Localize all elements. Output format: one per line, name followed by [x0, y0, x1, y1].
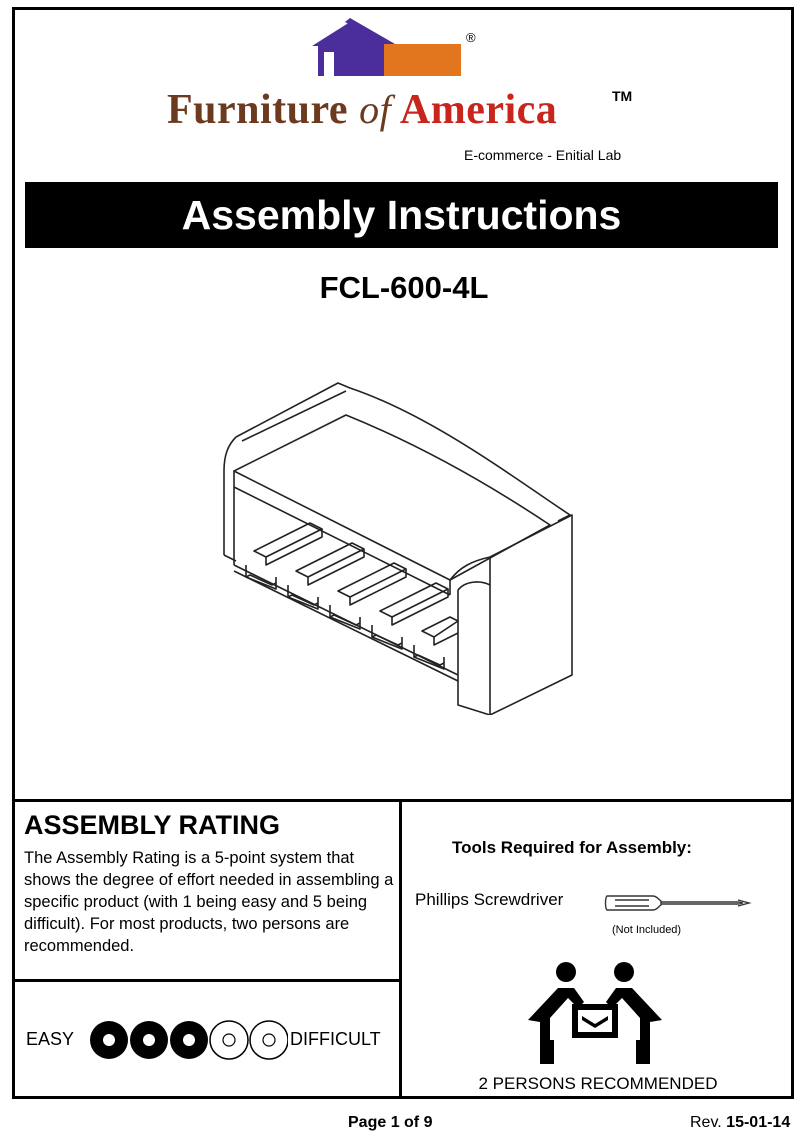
brand-subtitle: E-commerce - Enitial Lab — [464, 147, 622, 163]
page-number: Page 1 of 9 — [348, 1114, 433, 1131]
rating-dot — [90, 1021, 128, 1059]
two-persons-icon — [528, 962, 662, 1064]
revision-value: 15-01-14 — [726, 1114, 791, 1131]
assembly-rating-description: The Assembly Rating is a 5-point system … — [24, 849, 394, 955]
brand-logo-text: Furniture of America — [167, 86, 557, 134]
persons-recommended-label: 2 PERSONS RECOMMENDED — [478, 1074, 718, 1093]
revision-prefix: Rev. — [690, 1114, 722, 1131]
registered-mark: ® — [466, 30, 476, 45]
section-divider-vertical — [399, 800, 402, 1098]
revision: Rev. 15-01-14 — [690, 1114, 790, 1132]
rating-dot — [170, 1021, 208, 1059]
easy-label: EASY — [26, 1029, 75, 1049]
page-frame — [12, 7, 794, 1099]
assembly-rating-heading: ASSEMBLY RATING — [24, 810, 281, 840]
trademark-mark: TM — [612, 88, 633, 104]
brand-america: America — [399, 87, 558, 133]
rating-dot — [249, 1020, 288, 1060]
title-banner: Assembly Instructions — [25, 182, 778, 248]
model-number: FCL-600-4L — [319, 270, 489, 305]
tool-note: (Not Included) — [612, 924, 682, 936]
rating-scale — [90, 1020, 288, 1060]
tool-name: Phillips Screwdriver — [415, 890, 564, 909]
rating-dot — [209, 1020, 249, 1060]
daybed-illustration-icon — [223, 382, 573, 715]
tools-heading: Tools Required for Assembly: — [452, 838, 692, 857]
rating-dot — [130, 1021, 168, 1059]
brand-furniture: Furniture — [167, 87, 349, 133]
house-logo-icon — [312, 18, 461, 76]
brand-of: of — [359, 87, 392, 132]
difficult-label: DIFFICULT — [290, 1029, 381, 1049]
section-divider-top — [12, 799, 794, 802]
screwdriver-icon — [604, 895, 752, 911]
rating-divider — [12, 979, 402, 982]
